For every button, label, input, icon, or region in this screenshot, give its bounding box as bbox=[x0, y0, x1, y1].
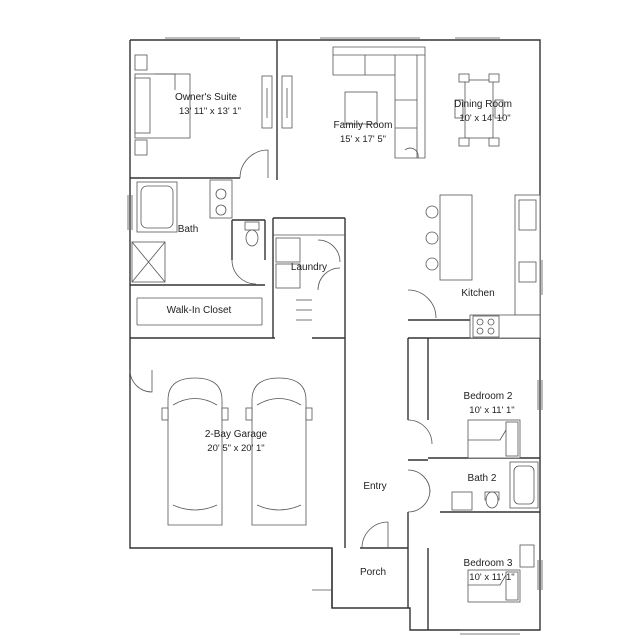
laundry-name: Laundry bbox=[291, 262, 327, 273]
family-room-size: 15' x 17' 5" bbox=[340, 134, 386, 145]
garage-car-left bbox=[161, 377, 229, 526]
owners-suite-bed bbox=[134, 54, 191, 156]
kitchen-island bbox=[425, 194, 473, 281]
bedroom-3-bed bbox=[467, 544, 535, 603]
bedroom-2-size: 10' x 11' 1" bbox=[469, 405, 514, 416]
garage-size: 20' 5" x 20' 1" bbox=[207, 443, 264, 454]
doors bbox=[129, 149, 437, 591]
owners-suite-name: Owner's Suite bbox=[175, 92, 237, 103]
room-labels: Owner's Suite 13' 11" x 13' 1" Family Ro… bbox=[167, 92, 515, 583]
family-room-name: Family Room bbox=[334, 120, 393, 131]
entry-name: Entry bbox=[363, 481, 386, 492]
bath-fixtures bbox=[131, 179, 260, 283]
garage-name: 2-Bay Garage bbox=[205, 429, 268, 440]
windows bbox=[127, 37, 543, 590]
bath-2-name: Bath 2 bbox=[468, 473, 497, 484]
dining-room-size: 10' x 14' 10" bbox=[459, 113, 510, 124]
wardrobe bbox=[261, 75, 293, 129]
bath-name: Bath bbox=[178, 224, 199, 235]
bath-2-fixtures bbox=[451, 461, 539, 511]
dining-table bbox=[454, 73, 504, 147]
bedroom-3-name: Bedroom 3 bbox=[464, 558, 513, 569]
kitchen-name: Kitchen bbox=[461, 288, 494, 299]
laundry-machines bbox=[275, 237, 312, 321]
bedroom-2-bed bbox=[467, 419, 521, 459]
dining-room-name: Dining Room bbox=[454, 99, 512, 110]
porch-name: Porch bbox=[360, 567, 386, 578]
garage-car-right bbox=[245, 377, 313, 526]
kitchen-counters bbox=[469, 194, 541, 339]
bedroom-2-name: Bedroom 2 bbox=[464, 391, 513, 402]
bedroom-3-size: 10' x 11' 1" bbox=[469, 572, 514, 583]
walk-in-closet-name: Walk-In Closet bbox=[167, 305, 232, 316]
closet-rods bbox=[136, 297, 263, 326]
sectional-sofa bbox=[332, 46, 426, 159]
owners-suite-size: 13' 11" x 13' 1" bbox=[179, 106, 241, 117]
